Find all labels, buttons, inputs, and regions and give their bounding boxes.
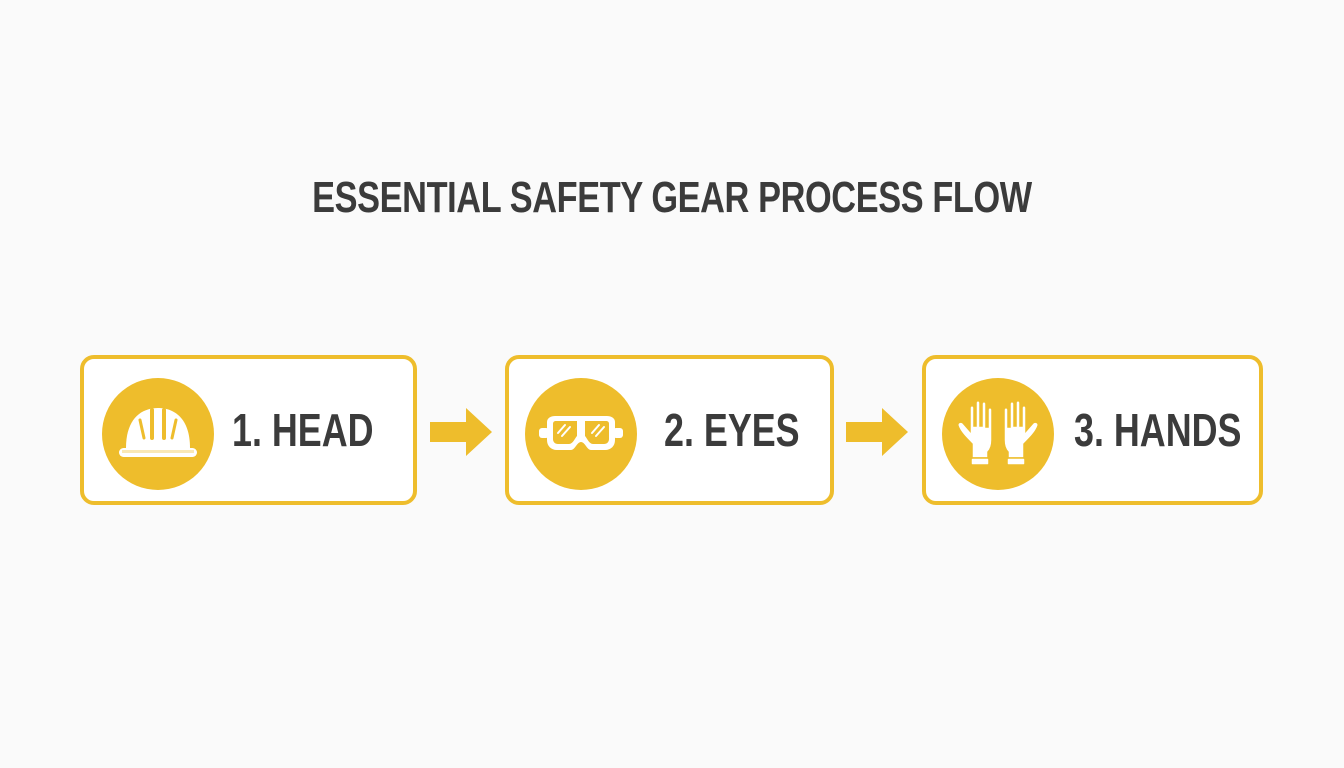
arrow-right-icon: [846, 406, 908, 458]
step-label-head: 1. HEAD: [232, 404, 374, 456]
step-box-hands: 3. HANDS: [922, 355, 1263, 505]
arrow-right-icon: [430, 406, 492, 458]
step-box-eyes: 2. EYES: [505, 355, 834, 505]
gloves-icon: [942, 378, 1054, 490]
diagram-title: ESSENTIAL SAFETY GEAR PROCESS FLOW: [312, 173, 1032, 222]
hard-hat-icon: [102, 378, 214, 490]
safety-goggles-icon: [525, 378, 637, 490]
step-label-hands: 3. HANDS: [1074, 404, 1242, 456]
step-box-head: 1. HEAD: [80, 355, 417, 505]
step-label-eyes: 2. EYES: [664, 404, 800, 456]
